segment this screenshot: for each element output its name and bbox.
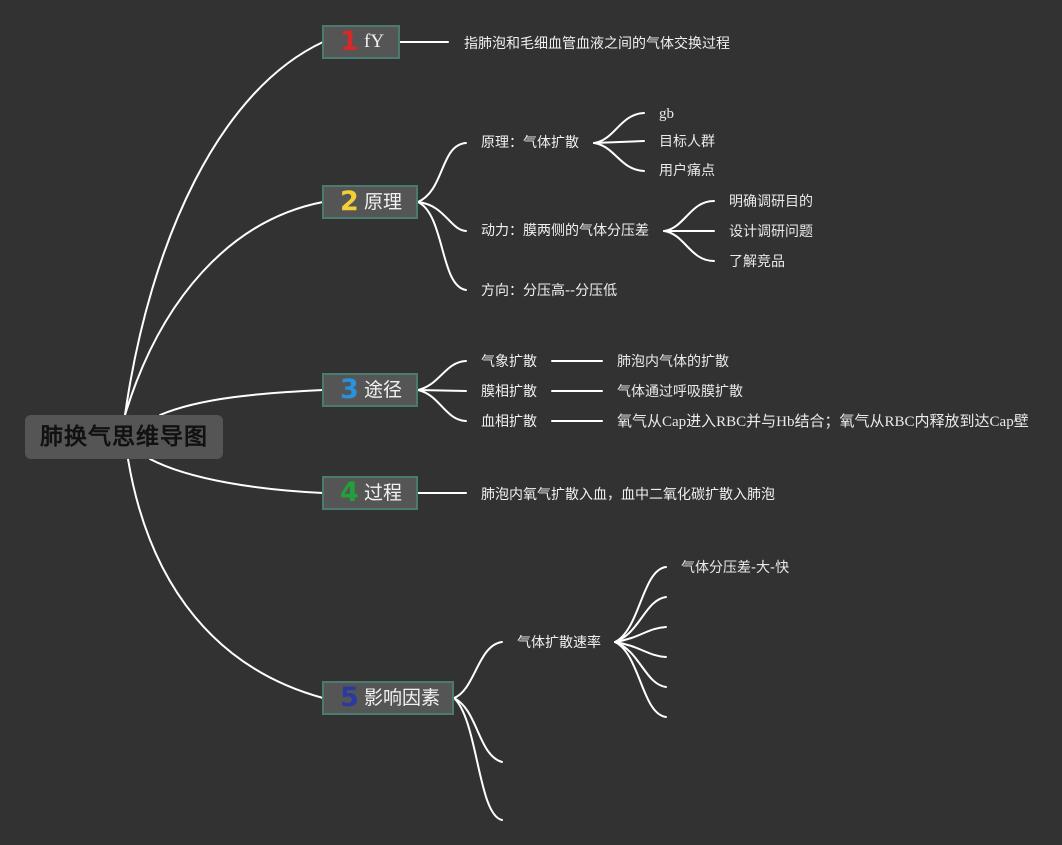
edge-b2-c1 [417, 142, 467, 203]
branch-label: 途径 [364, 379, 403, 401]
edge-b5-c2 [453, 697, 503, 763]
edge-b3-c2 [417, 389, 467, 392]
edge-b2c2-g1 [663, 200, 715, 232]
node-b2-c2[interactable]: 动力：膜两侧的气体分压差 [481, 223, 649, 239]
node-b2c1-g2[interactable]: 目标人群 [659, 134, 715, 150]
node-b2c2-g3[interactable]: 了解竞品 [729, 254, 785, 270]
edge-b3-c1 [417, 360, 467, 391]
edge-root-branch-4 [149, 458, 324, 494]
node-b2c1-g1[interactable]: gb [659, 106, 674, 122]
number-icon: 5 [340, 682, 359, 713]
node-b3-c3[interactable]: 血相扩散 [481, 414, 537, 430]
edge-b2c2-g3 [663, 230, 715, 262]
branch-label: 过程 [364, 482, 403, 504]
node-b3c2-detail[interactable]: 气体通过呼吸膜扩散 [617, 384, 743, 400]
number-icon: 4 [340, 477, 359, 508]
node-b5-c1[interactable]: 气体扩散速率 [517, 635, 601, 651]
edge-b5c1-g2 [614, 596, 667, 643]
number-icon: 2 [340, 186, 359, 217]
edge-b3-c3 [417, 389, 467, 422]
edge-b5c1-g5 [614, 641, 667, 688]
edge-root-branch-2 [124, 201, 324, 416]
branch-label: 影响因素 [364, 687, 441, 709]
edge-b5c1-g1 [614, 566, 667, 643]
edge-b5c1-g4 [614, 641, 667, 658]
edge-b2-c2 [417, 201, 467, 232]
node-b4-c1[interactable]: 肺泡内氧气扩散入血，血中二氧化碳扩散入肺泡 [481, 487, 775, 503]
node-b2-c1[interactable]: 原理：气体扩散 [481, 135, 579, 151]
edge-b5-c3 [453, 697, 503, 821]
node-b1-c1[interactable]: 指肺泡和毛细血管血液之间的气体交换过程 [464, 36, 730, 52]
node-b2-c3[interactable]: 方向：分压高--分压低 [481, 283, 618, 299]
edge-root-branch-1 [124, 41, 324, 416]
edge-b2c1-g2 [593, 140, 645, 144]
node-b2c2-g1[interactable]: 明确调研目的 [729, 194, 813, 210]
node-b2c2-g2[interactable]: 设计调研问题 [729, 224, 813, 240]
edge-b2c1-g3 [593, 142, 645, 172]
edge-root-branch-5 [127, 458, 324, 699]
edge-b2-c3 [417, 201, 467, 291]
edge-b2c1-g1 [593, 112, 645, 144]
node-b5c1-g1[interactable]: 气体分压差-大-快 [681, 560, 790, 576]
node-b3-c2[interactable]: 膜相扩散 [481, 384, 537, 400]
edge-b5c1-g3 [614, 626, 667, 643]
number-icon: 3 [340, 374, 359, 405]
node-b3c3-detail[interactable]: 氧气从Cap进入RBC并与Hb结合；氧气从RBC内释放到达Cap壁 [617, 414, 1029, 430]
number-icon: 1 [340, 26, 359, 57]
root-label: 肺换气思维导图 [40, 424, 208, 450]
node-b3c1-detail[interactable]: 肺泡内气体的扩散 [617, 354, 729, 370]
node-b2c1-g3[interactable]: 用户痛点 [659, 163, 715, 179]
branch-label: 原理 [364, 191, 403, 213]
node-b3-c1[interactable]: 气象扩散 [481, 354, 537, 370]
root-node[interactable]: 肺换气思维导图 [25, 415, 223, 459]
edge-b5-c1 [453, 641, 503, 699]
edge-root-branch-3 [159, 389, 324, 416]
branch-label: fY [364, 31, 385, 52]
edge-b5c1-g6 [614, 641, 667, 718]
